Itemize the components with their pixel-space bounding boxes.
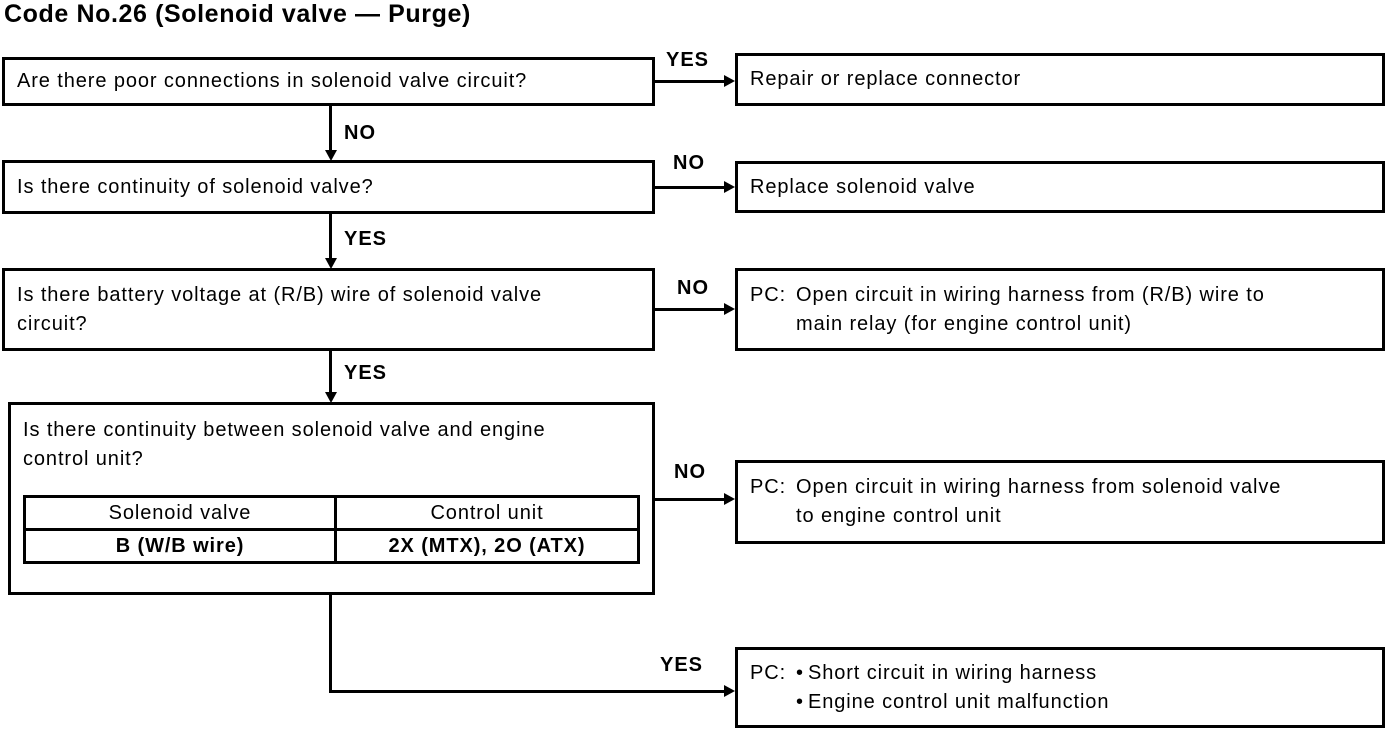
arrow-down-icon-1 — [325, 150, 337, 161]
action-text-3-line-2: main relay (for engine control unit) — [796, 312, 1132, 335]
bullet-text-2: Engine control unit malfunction — [807, 690, 1110, 713]
question-box-1: Are there poor connections in solenoid v… — [2, 57, 655, 106]
bullet-item-1: • Short circuit in wiring harness — [796, 659, 1109, 688]
action-text-3-line-1: Open circuit in wiring harness from (R/B… — [796, 283, 1265, 306]
arrow-right-icon-4 — [724, 493, 735, 505]
branch-label-yes-down-2: YES — [344, 228, 388, 250]
bullet-text-1: Short circuit in wiring harness — [807, 661, 1098, 684]
action-text-4: Open circuit in wiring harness from sole… — [796, 473, 1281, 531]
action-prefix-5: PC: — [750, 661, 787, 684]
branch-label-yes-1: YES — [666, 49, 710, 71]
question-text-4-line-2: control unit? — [23, 448, 144, 470]
action-prefix-4: PC: — [750, 476, 787, 498]
question-text-3-line-1: Is there battery voltage at (R/B) wire o… — [17, 283, 543, 306]
table-header-solenoid-valve: Solenoid valve — [23, 495, 337, 531]
action-box-5: PC: • Short circuit in wiring harness • … — [735, 647, 1385, 728]
action-text-1: Repair or replace connector — [750, 68, 1022, 90]
action-text-4-line-1: Open circuit in wiring harness from sole… — [796, 476, 1282, 498]
connector-line-down-3 — [329, 350, 332, 395]
action-text-4-line-2: to engine control unit — [796, 505, 1002, 527]
action-content-4: PC: Open circuit in wiring harness from … — [738, 473, 1281, 531]
action-box-1: Repair or replace connector — [735, 53, 1385, 106]
bullet-icon: • — [796, 661, 804, 684]
arrow-down-icon-3 — [325, 392, 337, 403]
connector-line-right-4 — [655, 498, 725, 501]
question-text-2: Is there continuity of solenoid valve? — [17, 175, 374, 198]
connector-line-down-1 — [329, 105, 332, 152]
action-prefix-3: PC: — [750, 283, 787, 306]
question-text-4-line-1: Is there continuity between solenoid val… — [23, 419, 546, 441]
action-text-2: Replace solenoid valve — [750, 175, 976, 198]
question-text-4: Is there continuity between solenoid val… — [11, 405, 652, 474]
branch-label-no-2: NO — [673, 152, 705, 174]
connector-line-right-3 — [653, 308, 725, 311]
branch-label-yes-down-3: YES — [344, 362, 388, 384]
question-text-1: Are there poor connections in solenoid v… — [17, 70, 528, 92]
question-box-4: Is there continuity between solenoid val… — [8, 402, 655, 595]
arrow-right-icon-2 — [724, 181, 735, 193]
action-content-3: PC: Open circuit in wiring harness from … — [738, 281, 1265, 339]
question-box-2: Is there continuity of solenoid valve? — [2, 160, 655, 214]
action-box-3: PC: Open circuit in wiring harness from … — [735, 268, 1385, 351]
action-box-4: PC: Open circuit in wiring harness from … — [735, 460, 1385, 544]
continuity-table: Solenoid valve Control unit B (W/B wire)… — [23, 495, 640, 564]
arrow-right-icon-5 — [724, 685, 735, 697]
connector-line-down-2 — [329, 212, 332, 260]
branch-label-yes-5: YES — [660, 654, 704, 676]
connector-line-right-2 — [653, 186, 725, 189]
arrow-right-icon-1 — [724, 75, 735, 87]
branch-label-no-4: NO — [674, 461, 706, 483]
bullet-icon: • — [796, 690, 804, 713]
bullet-item-2: • Engine control unit malfunction — [796, 688, 1109, 717]
table-cell-control-unit: 2X (MTX), 2O (ATX) — [334, 528, 640, 564]
table-cell-solenoid-valve: B (W/B wire) — [23, 528, 337, 564]
arrow-down-icon-2 — [325, 258, 337, 269]
continuity-table-header-row: Solenoid valve Control unit — [23, 495, 640, 531]
action-text-3: Open circuit in wiring harness from (R/B… — [796, 281, 1265, 339]
connector-line-bottom — [329, 690, 725, 693]
arrow-right-icon-3 — [724, 303, 735, 315]
table-header-control-unit: Control unit — [334, 495, 640, 531]
branch-label-no-down-1: NO — [344, 122, 376, 144]
continuity-table-data-row: B (W/B wire) 2X (MTX), 2O (ATX) — [23, 528, 640, 564]
branch-label-no-3: NO — [677, 277, 709, 299]
connector-line-down-4 — [329, 594, 332, 693]
action-content-5: PC: • Short circuit in wiring harness • … — [738, 659, 1109, 717]
question-text-3-line-2: circuit? — [17, 312, 88, 335]
action-bullet-list: • Short circuit in wiring harness • Engi… — [796, 659, 1109, 717]
action-box-2: Replace solenoid valve — [735, 161, 1385, 213]
question-box-3: Is there battery voltage at (R/B) wire o… — [2, 268, 655, 351]
connector-line-right-1 — [653, 80, 725, 83]
page-title: Code No.26 (Solenoid valve — Purge) — [4, 0, 471, 28]
